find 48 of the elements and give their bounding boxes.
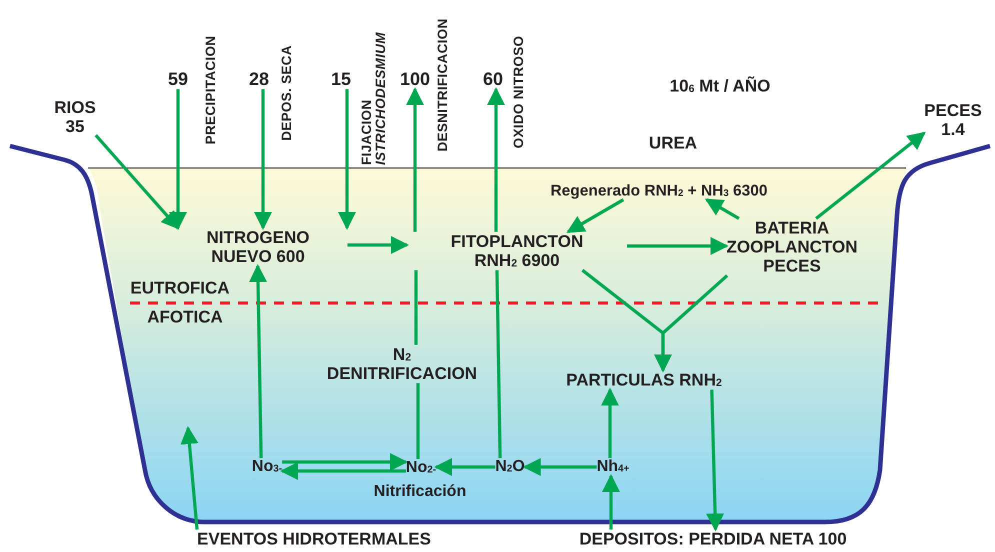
zone-label: EUTROFICA: [130, 278, 230, 298]
sink-label: DEPOSITOS: PERDIDA NETA 100: [579, 529, 847, 549]
connector-line: [414, 270, 418, 345]
process-label: N$_{2}$ DENITRIFICACION: [326, 344, 478, 384]
output-label: PECES 1.4: [924, 100, 982, 140]
flux-value: 28: [248, 68, 270, 90]
arrow: [704, 198, 740, 220]
arrow: [280, 462, 406, 480]
pool-label: BATERIA ZOOPLANCTON PECES: [726, 218, 858, 276]
arrow: [815, 132, 926, 220]
process-label: Nitrificación: [374, 483, 466, 501]
units-label: 10$_{6}$ Mt / AÑO: [670, 76, 770, 96]
arrow: [601, 388, 619, 458]
arrow: [406, 87, 424, 232]
pool-label: FITOPLANCTON RNH$_{2}$ 6900: [407, 232, 627, 270]
pool-label: PARTICULAS RNH$_{2}$: [566, 370, 722, 390]
arrow: [282, 453, 408, 471]
connector-line: [495, 270, 502, 458]
river-input-label: RIOS 35: [54, 98, 96, 136]
pool-label: NITROGENO NUEVO 600: [168, 228, 348, 266]
arrow: [566, 198, 624, 234]
arrow: [338, 89, 356, 230]
arrow: [169, 89, 187, 230]
process-label: DESNITRIFICACION: [436, 18, 450, 152]
flux-value: 15: [330, 68, 352, 90]
arrow: [487, 87, 505, 232]
flux-value: 59: [168, 68, 188, 90]
arrow: [434, 458, 496, 476]
connector-line: [416, 383, 420, 460]
arrow: [249, 264, 268, 458]
arrow: [347, 236, 409, 254]
arrow: [522, 458, 597, 476]
arrow: [627, 237, 729, 255]
source-label: EVENTOS HIDROTERMALES: [197, 529, 431, 549]
arrow: [180, 426, 199, 530]
zone-label: AFOTICA: [147, 307, 223, 327]
flux-value: 60: [482, 68, 504, 90]
process-label: DEPOS. SECA: [280, 45, 294, 141]
arrow: [654, 274, 728, 372]
process-label: OXIDO NITROSO: [512, 36, 526, 148]
process-label: PRECIPITACION: [204, 36, 218, 144]
process-label: FIJACION ISTRICHODESMIUM: [360, 31, 388, 165]
arrow: [706, 390, 724, 532]
arrow: [254, 89, 272, 230]
arrow: [602, 474, 620, 530]
flux-value: 100: [400, 68, 430, 90]
arrow: [94, 134, 180, 230]
layer-label: UREA: [648, 133, 698, 153]
